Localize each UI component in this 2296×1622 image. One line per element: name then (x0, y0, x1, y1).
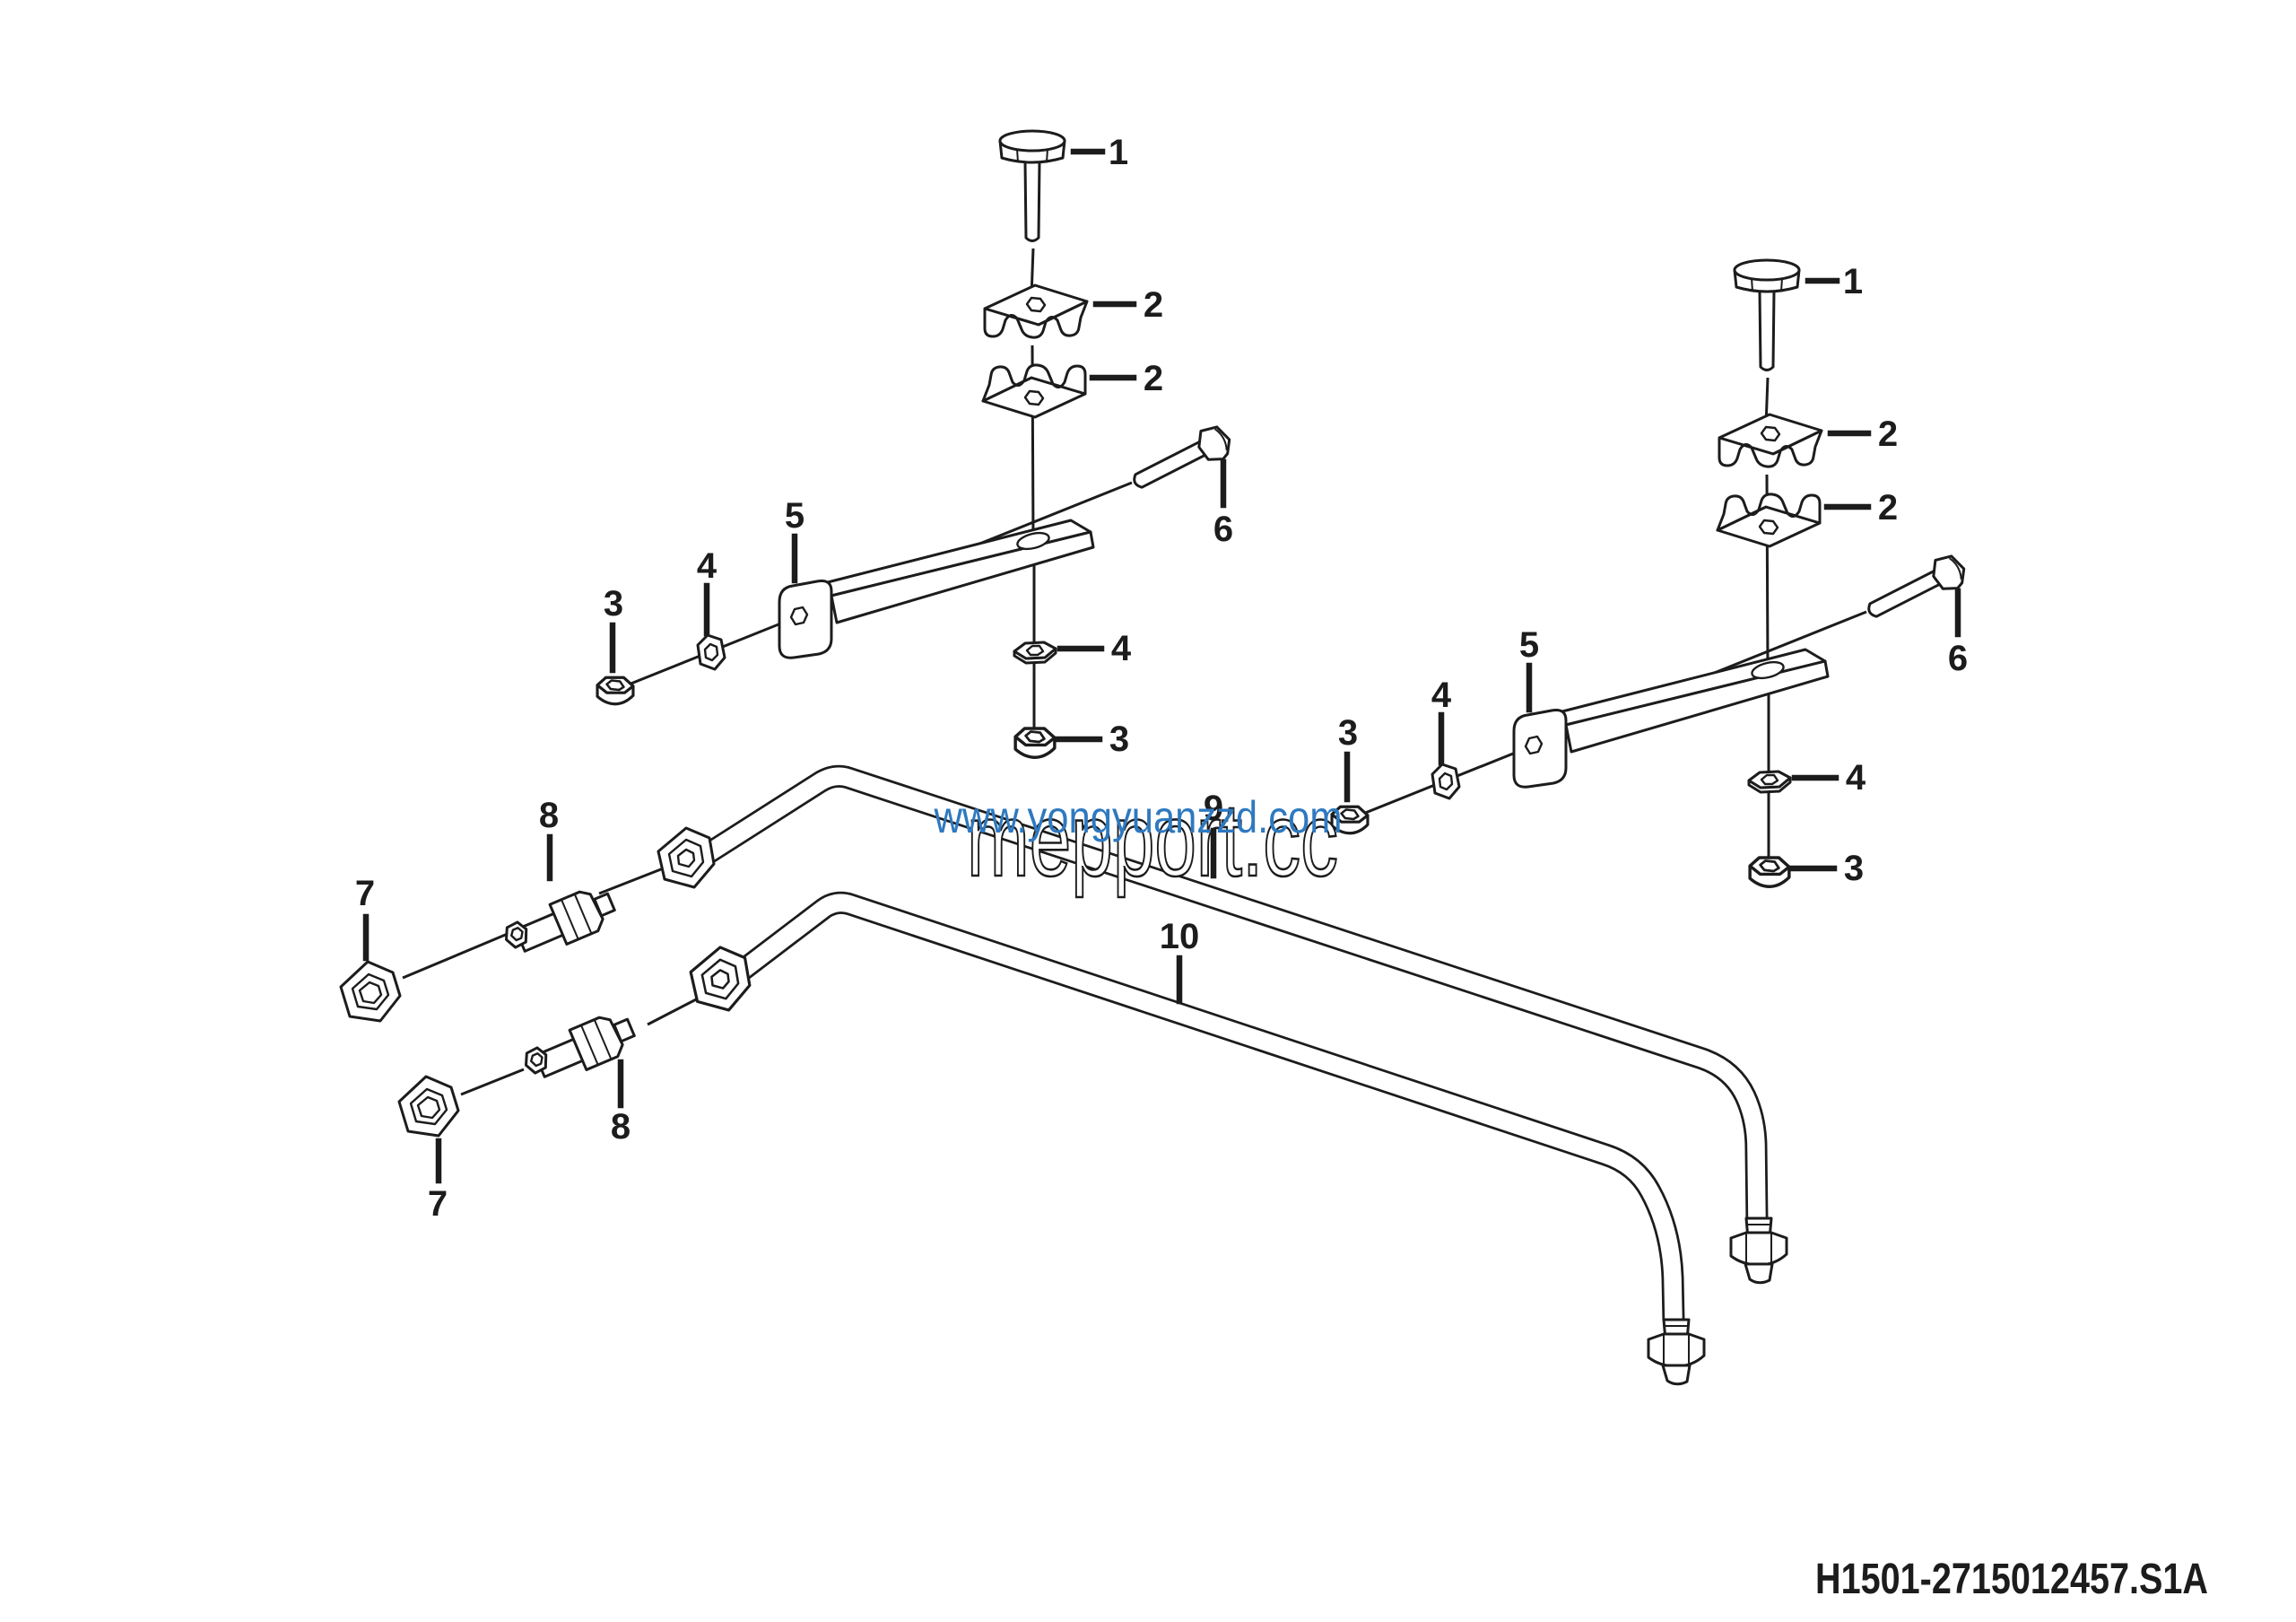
union-nut-7-upper (339, 960, 402, 1023)
callout-label-clamp-lower-2-right: 2 (1878, 488, 1898, 528)
callout-label-nut-3-left-under: 3 (1109, 719, 1129, 759)
callout-label-hex-bolt-1-right: 1 (1843, 262, 1863, 301)
pipe-9-flare-nut (657, 826, 716, 889)
callout-label-pipe-9: 9 (1204, 789, 1223, 828)
callout-label-union-nut-7-lower: 7 (428, 1184, 448, 1224)
callout-label-bracket-plate-5-right: 5 (1519, 625, 1539, 665)
drawing-part-number: H1501-2715012457.S1A (1815, 1556, 2208, 1603)
callout-label-connector-8-upper: 8 (539, 796, 559, 835)
watermark-outline-text: mepport.cc (967, 781, 1338, 898)
callout-label-pipe-10: 10 (1160, 917, 1200, 956)
callout-label-clamp-upper-2-left: 2 (1144, 285, 1163, 325)
callout-label-bracket-plate-5-left: 5 (785, 496, 804, 536)
callouts: 1 2 2 6 5 4 3 4 3 1 2 2 6 5 4 3 4 3 7 8 7 8 10 (355, 133, 1968, 1224)
callout-label-clamp-upper-2-right: 2 (1878, 414, 1898, 454)
clamp-assembly-left (597, 131, 1236, 757)
callout-label-clamp-lower-2-left: 2 (1144, 359, 1163, 398)
callout-label-connector-8-lower: 8 (611, 1107, 631, 1147)
callout-label-union-nut-7-upper: 7 (355, 874, 375, 913)
pipe-9-end-fitting (1729, 1216, 1788, 1285)
callout-label-hex-bolt-6-right: 6 (1948, 639, 1968, 678)
watermark-blue-text: www.yongyuanzzd.com (934, 792, 1343, 842)
callouts-behind-watermark: 9 (1204, 789, 1223, 828)
callout-label-washer-4-right-axis: 4 (1431, 676, 1452, 715)
callout-label-nut-3-right-axis: 3 (1338, 713, 1358, 753)
pipe-9 (702, 764, 1769, 1222)
pipe-10-flare-nut (689, 946, 752, 1012)
clamp-assembly-right (1332, 260, 1970, 886)
callout-label-hex-bolt-6-left: 6 (1213, 510, 1233, 549)
union-nut-7-lower (397, 1075, 460, 1138)
callout-label-washer-4-left-under: 4 (1111, 629, 1132, 668)
pipe-10 (734, 891, 1685, 1321)
connector-8-upper (499, 880, 622, 967)
callout-label-washer-4-right-under: 4 (1846, 758, 1866, 798)
callout-label-nut-3-right-under: 3 (1844, 849, 1864, 888)
callout-label-washer-4-left-axis: 4 (697, 546, 718, 586)
pipe-10-end-fitting (1647, 1318, 1706, 1386)
callout-label-nut-3-left-axis: 3 (604, 584, 623, 624)
callout-label-hex-bolt-1-left: 1 (1109, 133, 1128, 172)
